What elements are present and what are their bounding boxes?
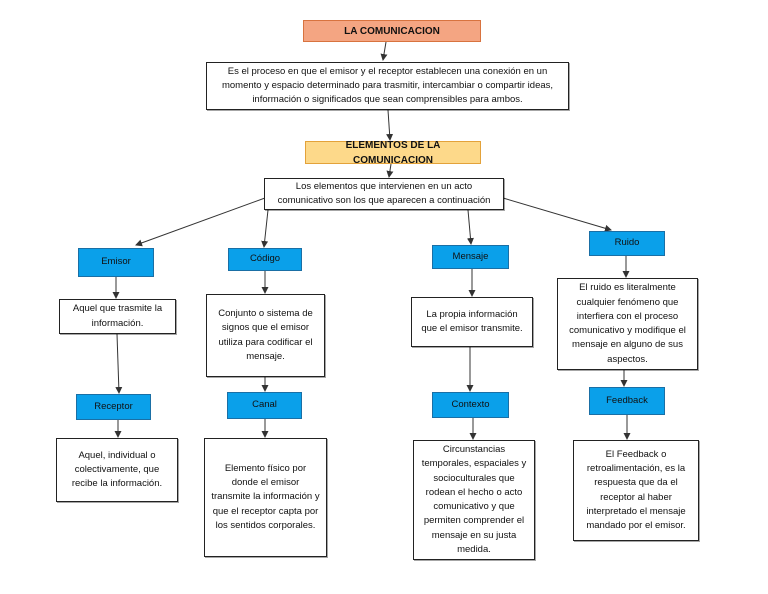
arrow-intro-to-ruido: [502, 197, 612, 232]
receptor-node: Receptor: [76, 394, 151, 420]
feedback-node: Feedback: [589, 387, 665, 415]
mensaje-description: La propia información que el emisor tran…: [411, 297, 533, 347]
receptor-description: Aquel, individual o colectivamente, que …: [56, 438, 178, 502]
canal-description: Elemento físico por donde el emisor tran…: [204, 438, 327, 557]
codigo-node: Código: [228, 248, 302, 271]
codigo-description: Conjunto o sistema de signos que el emis…: [206, 294, 325, 377]
mensaje-node: Mensaje: [432, 245, 509, 269]
contexto-description: Circunstancias temporales, espaciales y …: [413, 440, 535, 560]
arrow-intro-to-codigo: [261, 209, 269, 248]
elements-intro-box: Los elementos que intervienen en un acto…: [264, 178, 504, 210]
ruido-description: El ruido es literalmente cualquier fenóm…: [557, 278, 698, 370]
arrow-definition-to-elements: [386, 109, 394, 141]
main-title: LA COMUNICACION: [303, 20, 481, 42]
feedback-description: El Feedback o retroalimentación, es la r…: [573, 440, 699, 541]
contexto-node: Contexto: [432, 392, 509, 418]
ruido-node: Ruido: [589, 231, 665, 256]
arrow-intro-to-mensaje: [466, 209, 474, 245]
arrow-elements-to-intro: [386, 163, 394, 178]
elements-title: ELEMENTOS DE LA COMUNICACION: [305, 140, 481, 166]
arrow-emisor-desc-to-receptor: [115, 333, 123, 394]
arrow-title-to-definition: [380, 41, 388, 61]
canal-node: Canal: [227, 392, 302, 419]
definition-box: Es el proceso en que el emisor y el rece…: [206, 62, 569, 110]
emisor-node: Emisor: [78, 248, 154, 277]
arrow-intro-to-emisor: [135, 197, 266, 247]
emisor-description: Aquel que trasmite la información.: [59, 299, 176, 334]
